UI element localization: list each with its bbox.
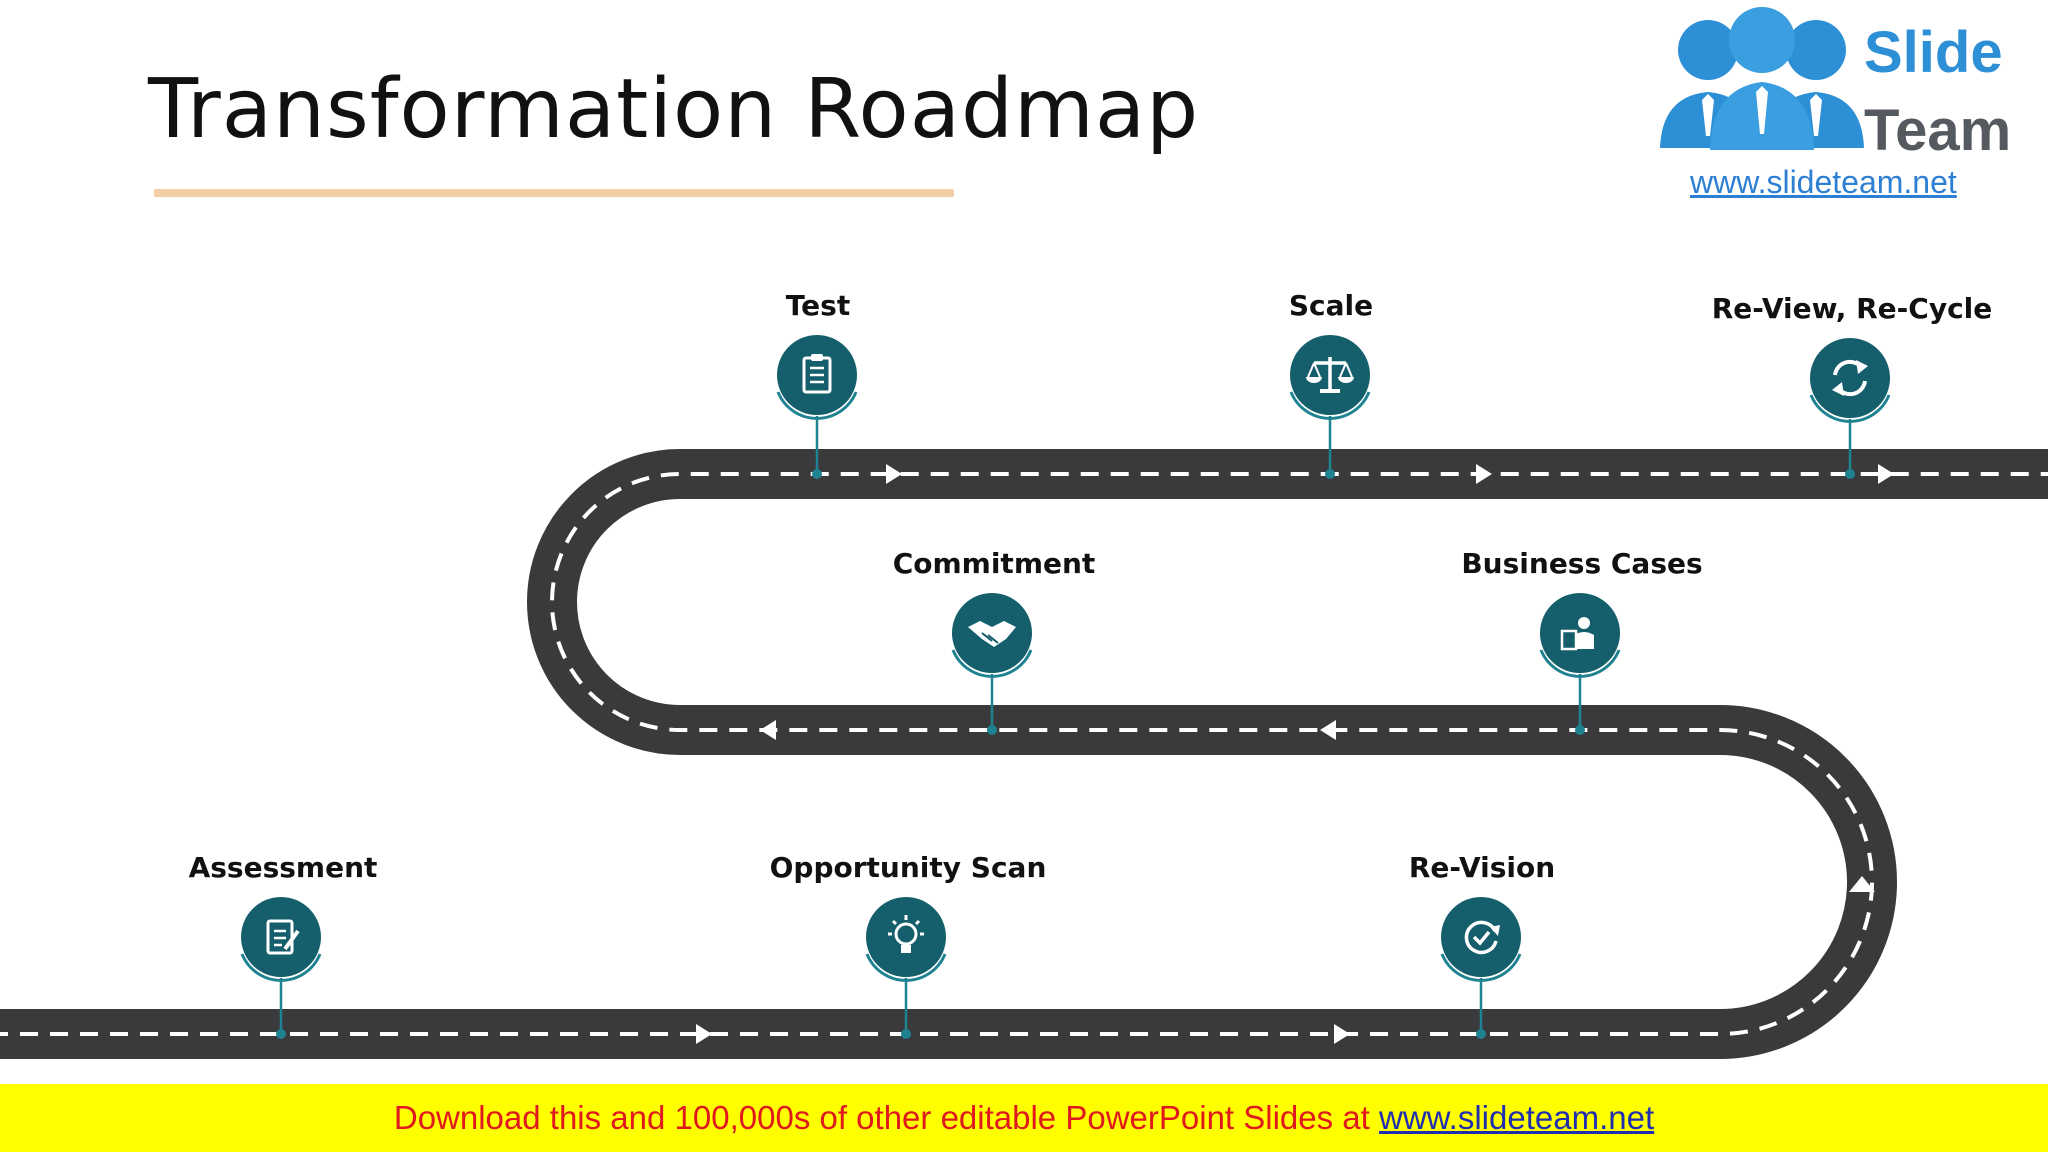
slideteam-logo: Slide Team [1640, 0, 2040, 200]
arrow-up-icon [1849, 876, 1875, 892]
milestone-arc [776, 391, 858, 420]
milestone-pin [276, 1029, 286, 1039]
logo-word-team: Team [1864, 98, 2011, 163]
business-person-icon [1560, 617, 1594, 651]
milestone-assessment [240, 897, 322, 1039]
milestone-label-assessment: Assessment [188, 851, 378, 884]
recycle-arrows-icon [1832, 359, 1868, 397]
logo-word-slide: Slide [1864, 20, 2003, 85]
milestone-arc [1289, 391, 1371, 420]
milestone-arc [1809, 394, 1891, 423]
download-banner: Download this and 100,000s of other edit… [0, 1084, 2048, 1152]
lane-marking [0, 472, 2048, 1036]
milestone-circle [1441, 897, 1521, 977]
arrow-left-icon [760, 720, 776, 740]
arrow-right-icon [1878, 464, 1894, 484]
milestone-label-business-cases: Business Cases [1461, 547, 1703, 580]
milestone-label-opportunity-scan: Opportunity Scan [769, 851, 1047, 884]
direction-arrows [696, 464, 1894, 1044]
milestone-label-scale: Scale [1288, 289, 1374, 322]
milestone-pin [1575, 725, 1585, 735]
milestone-pin [987, 725, 997, 735]
milestone-pin [1845, 469, 1855, 479]
milestone-review-recycle [1809, 338, 1891, 479]
arrow-left-icon [1320, 720, 1336, 740]
milestone-arc [1539, 649, 1621, 678]
milestone-circle [866, 897, 946, 977]
milestone-opportunity-scan [865, 897, 947, 1039]
milestone-test [776, 335, 858, 479]
arrow-right-icon [1476, 464, 1492, 484]
milestone-re-vision [1440, 897, 1522, 1039]
arrow-right-icon [886, 464, 902, 484]
milestone-label-review-recycle: Re-View, Re-Cycle [1711, 292, 1993, 325]
milestone-pin [1476, 1029, 1486, 1039]
arrow-right-icon [696, 1024, 712, 1044]
milestone-pin [812, 469, 822, 479]
title-underline [154, 189, 954, 197]
milestone-circle [1810, 338, 1890, 418]
banner-text: Download this and 100,000s of other edit… [0, 1084, 2048, 1152]
refresh-check-icon [1464, 920, 1500, 955]
banner-link[interactable]: www.slideteam.net [1379, 1099, 1655, 1136]
banner-message: Download this and 100,000s of other edit… [393, 1099, 1379, 1136]
milestone-label-re-vision: Re-Vision [1408, 851, 1556, 884]
milestone-commitment [951, 593, 1033, 735]
milestone-arc [951, 649, 1033, 678]
milestone-markers [240, 335, 1891, 1039]
document-pen-icon [266, 919, 300, 955]
milestone-business-cases [1539, 593, 1621, 735]
logo-url-link[interactable]: www.slideteam.net [1690, 164, 1957, 200]
milestone-label-test: Test [785, 289, 851, 322]
arrow-right-icon [1334, 1024, 1350, 1044]
balance-scale-icon [1306, 357, 1354, 393]
lightbulb-icon [888, 915, 924, 953]
milestone-pin [1325, 469, 1335, 479]
clipboard-checklist-icon [802, 354, 832, 394]
handshake-icon [968, 621, 1016, 647]
roadmap-diagram [0, 335, 2048, 1059]
slide-title: Transformation Roadmap [148, 62, 1200, 157]
milestone-label-commitment: Commitment [892, 547, 1096, 580]
milestone-arc [240, 953, 322, 982]
milestone-arc [865, 953, 947, 982]
milestone-pin [901, 1029, 911, 1039]
people-icon [1660, 7, 1864, 150]
milestone-scale [1289, 335, 1371, 479]
milestone-arc [1440, 953, 1522, 982]
